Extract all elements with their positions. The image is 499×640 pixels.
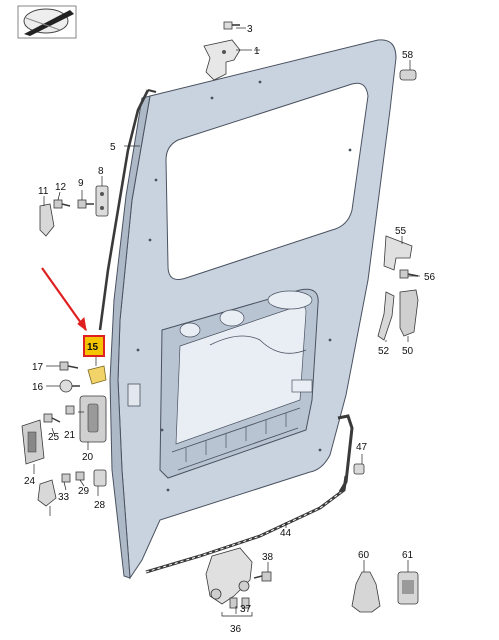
leader-lines	[33, 27, 420, 617]
label-part-5[interactable]: 5	[110, 142, 116, 153]
label-part-17[interactable]: 17	[32, 362, 44, 373]
part-60-grease-tube	[351, 571, 381, 613]
part-16-bolt	[59, 379, 80, 393]
diagram-type-icon	[17, 5, 77, 39]
label-part-21[interactable]: 21	[64, 430, 76, 441]
label-part-50[interactable]: 50	[402, 346, 414, 357]
label-part-24[interactable]: 24	[24, 476, 36, 487]
part-37-screws	[229, 597, 250, 609]
part-58-pin	[399, 69, 417, 81]
part-8-bracket	[95, 185, 109, 217]
label-part-52[interactable]: 52	[378, 346, 390, 357]
label-part-9[interactable]: 9	[78, 178, 84, 189]
part-12-screw	[53, 199, 71, 209]
part-1-top-hinge	[203, 39, 241, 81]
label-part-61[interactable]: 61	[402, 550, 414, 561]
callout-arrow	[41, 267, 87, 332]
part-38-screw	[253, 571, 272, 582]
label-part-20[interactable]: 20	[82, 452, 94, 463]
label-part-33[interactable]: 33	[58, 492, 70, 503]
part-21-screw	[65, 405, 75, 415]
part-61-lubricant-can	[397, 571, 419, 605]
part-5-seal-strip	[98, 89, 157, 331]
label-part-44[interactable]: 44	[280, 528, 292, 539]
part-47-curved-rod	[337, 414, 365, 493]
label-part-56[interactable]: 56	[424, 272, 436, 283]
label-part-29[interactable]: 29	[78, 486, 90, 497]
sliding-door-panel	[109, 39, 397, 580]
label-part-58[interactable]: 58	[402, 50, 414, 61]
part-55-hinge	[383, 235, 413, 271]
label-part-11[interactable]: 11	[38, 186, 49, 197]
part-24-catch	[21, 419, 45, 465]
label-part-36[interactable]: 36	[230, 624, 242, 635]
part-52-lever	[377, 291, 395, 341]
highlight-box-15	[83, 335, 105, 357]
label-part-1[interactable]: 1	[254, 46, 260, 57]
label-part-15[interactable]: 15	[87, 342, 99, 353]
part-36-roller-assembly	[205, 547, 253, 605]
label-part-55[interactable]: 55	[395, 226, 407, 237]
part-50-handle	[399, 289, 419, 337]
part-33-screw	[61, 473, 71, 483]
label-part-60[interactable]: 60	[358, 550, 370, 561]
label-part-37[interactable]: 37	[240, 604, 252, 615]
part-17-screw	[59, 361, 79, 371]
part-28-clip	[93, 469, 107, 487]
part-3-screw	[223, 21, 240, 30]
label-part-28[interactable]: 28	[94, 500, 106, 511]
label-part-16[interactable]: 16	[32, 382, 44, 393]
label-part-38[interactable]: 38	[262, 552, 274, 563]
lower-latch-bracket	[37, 479, 57, 507]
part-15-bushing	[87, 365, 107, 385]
part-20-lock-assembly	[79, 395, 107, 443]
label-part-3[interactable]: 3	[247, 24, 253, 35]
label-part-12[interactable]: 12	[55, 182, 67, 193]
part-9-bolt	[77, 199, 94, 209]
part-25-screw	[43, 413, 61, 423]
label-part-8[interactable]: 8	[98, 166, 104, 177]
part-29-screw	[75, 471, 85, 481]
label-part-47[interactable]: 47	[356, 442, 368, 453]
part-number-labels: 3 1 58 5 8 9 11 12 55 56 52 50 15 17 16 …	[24, 24, 436, 635]
part-11-striker	[39, 203, 55, 237]
label-part-25[interactable]: 25	[48, 432, 60, 443]
part-56-screw	[399, 269, 419, 279]
